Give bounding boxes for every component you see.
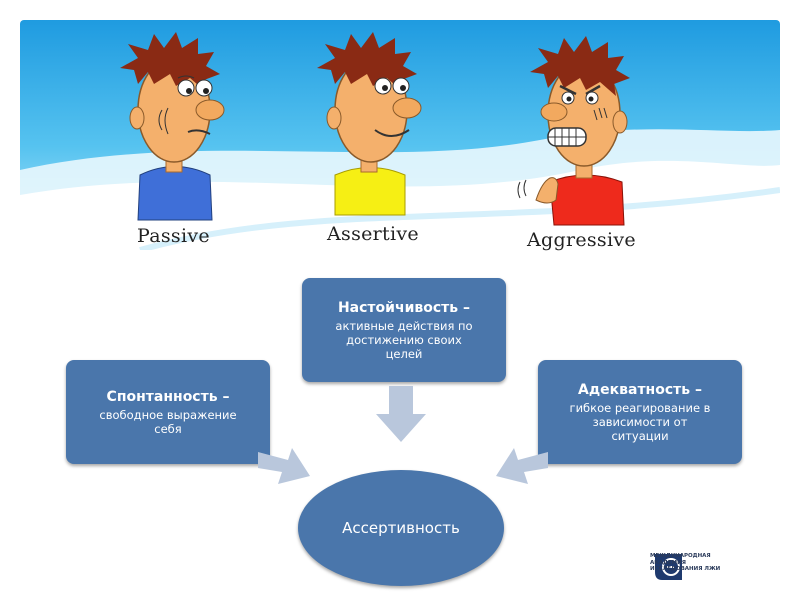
box-adequacy: Адекватность – гибкое реагирование в зав… [538, 360, 742, 464]
box-adequacy-title: Адекватность – [578, 381, 702, 398]
academy-logo-text: МЕЖДУНАРОДНАЯ АКАДЕМИЯ ИССЛЕДОВАНИЯ ЛЖИ [650, 553, 720, 573]
arrow-left-to-center-icon [258, 448, 310, 484]
box-adequacy-desc-3: ситуации [611, 428, 669, 443]
logo-line-2: АКАДЕМИЯ [650, 559, 686, 566]
assertive-label: Assertive [327, 223, 419, 245]
passive-character-icon [120, 32, 225, 221]
aggressive-character-icon [517, 36, 630, 226]
box-persistence-title: Настойчивость – [337, 299, 471, 316]
box-spontaneity-title: Спонтанность – [106, 388, 230, 405]
academy-logo-icon [655, 554, 682, 580]
center-assertiveness: Ассертивность [298, 470, 504, 586]
box-adequacy-desc-1: гибкое реагирование в [569, 400, 711, 415]
center-label: Ассертивность [342, 519, 460, 537]
passive-label: Passive [137, 225, 210, 247]
box-spontaneity-desc-1: свободное выражение [99, 407, 237, 422]
logo-line-1: МЕЖДУНАРОДНАЯ [650, 553, 711, 559]
box-persistence-desc-2: достижению своих [346, 332, 462, 347]
box-spontaneity: Спонтанность – свободное выражение себя [66, 360, 270, 464]
arrow-right-to-center-icon [496, 448, 548, 484]
arrow-down-icon [376, 386, 426, 442]
box-adequacy-desc-2: зависимости от [592, 414, 688, 429]
box-spontaneity-desc-2: себя [154, 421, 182, 436]
logo-line-3: ИССЛЕДОВАНИЯ ЛЖИ [650, 566, 721, 572]
box-persistence-desc-1: активные действия по [335, 318, 473, 333]
aggressive-label: Aggressive [527, 229, 636, 251]
box-persistence: Настойчивость – активные действия по дос… [302, 278, 506, 382]
assertive-character-icon [317, 32, 422, 216]
box-persistence-desc-3: целей [385, 346, 423, 361]
